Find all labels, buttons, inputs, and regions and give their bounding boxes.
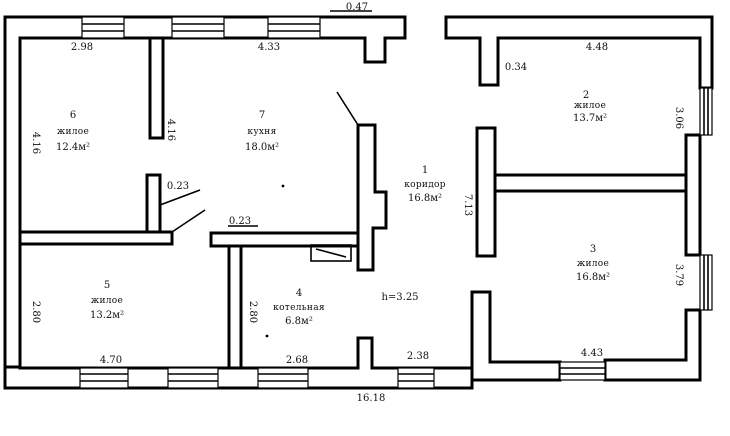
window-top-2: [171, 16, 225, 39]
room-7-area: 18.0м²: [245, 142, 279, 153]
room-7-name: кухня: [247, 127, 276, 137]
dim-left-lower: 2.80: [30, 301, 41, 323]
wall-right-lower: [603, 308, 702, 382]
room-4-area: 6.8м²: [285, 316, 313, 327]
room-5-area: 13.2м²: [90, 310, 124, 321]
dim-bottom-4: 4.43: [581, 348, 603, 359]
boiler-unit: [310, 244, 352, 262]
room-3-area: 16.8м²: [576, 272, 610, 283]
room-4-number: 4: [296, 288, 302, 299]
left-block-walls: [3, 10, 474, 390]
wall-6-7: [148, 36, 165, 140]
mark-dot-2: [265, 334, 269, 338]
dim-partition-4: 2.80: [247, 301, 258, 323]
window-bottom-5: [559, 361, 606, 381]
window-right-1: [699, 87, 713, 136]
dim-door-a: 0.23: [167, 181, 189, 192]
room-4-label: 4 котельная 6.8м²: [273, 288, 325, 327]
window-right-2: [699, 254, 713, 311]
window-bottom-1: [79, 367, 129, 389]
dim-right-nib: 0.34: [505, 62, 527, 73]
dim-top-mid: 4.33: [258, 42, 280, 53]
dim-partition-6-7: 4.16: [165, 119, 176, 141]
wall-5-4: [227, 244, 243, 370]
dim-top-right: 4.48: [586, 42, 608, 53]
window-top-1: [81, 16, 125, 39]
wall-7-4: [209, 231, 364, 248]
wall-corridor-left: [356, 123, 388, 272]
wall-top-right: [444, 15, 714, 90]
boiler-unit-line: [315, 248, 347, 258]
room-4-name: котельная: [273, 303, 325, 313]
wall-stub-6: [145, 173, 162, 237]
room-6-name: жилое: [57, 127, 89, 137]
door-6: [171, 209, 206, 233]
dim-bottom-3: 2.38: [407, 351, 429, 362]
room-1-name: коридор: [404, 180, 446, 190]
window-bottom-2: [167, 367, 219, 389]
wall-right-mid: [684, 133, 702, 257]
dim-door-b: 0.23: [229, 216, 251, 227]
wall-top-left: [3, 15, 407, 369]
dimension-labels: 2.98 4.33 0.47 4.48 0.34 4.16 4.16 7.13 …: [30, 2, 684, 404]
windows: [79, 16, 713, 389]
room-6-label: 6 жилое 12.4м²: [56, 110, 90, 153]
dim-right-lower: 3.79: [673, 264, 684, 286]
dim-top-offset: 0.47: [346, 2, 368, 13]
door-kitchen: [336, 91, 359, 126]
room-1-label: 1 коридор 16.8м²: [404, 165, 446, 204]
room-3-name: жилое: [577, 259, 609, 269]
dim-top-left: 2.98: [71, 42, 93, 53]
wall-6-5: [18, 230, 174, 246]
wall-corridor-right: [475, 126, 497, 258]
dim-right-upper: 3.06: [673, 107, 684, 129]
right-block-walls: [444, 15, 714, 382]
room-5-number: 5: [104, 280, 110, 291]
dim-bottom-1: 4.70: [100, 355, 122, 366]
dim-corridor-left: 7.13: [462, 194, 473, 216]
dim-height: h=3.25: [381, 292, 418, 303]
window-bottom-4: [397, 367, 435, 389]
room-1-number: 1: [422, 165, 428, 176]
room-6-number: 6: [70, 110, 76, 121]
room-3-label: 3 жилое 16.8м²: [576, 244, 610, 283]
dim-total: 16.18: [357, 393, 386, 404]
wall-bottom-right: [470, 290, 562, 382]
room-2-area: 13.7м²: [573, 113, 607, 124]
window-top-3: [267, 16, 321, 39]
room-2-label: 2 жилое 13.7м²: [573, 90, 607, 124]
room-1-area: 16.8м²: [408, 193, 442, 204]
window-bottom-3: [257, 367, 309, 389]
room-2-name: жилое: [574, 101, 606, 111]
room-5-label: 5 жилое 13.2м²: [90, 280, 124, 321]
room-3-number: 3: [590, 244, 596, 255]
room-7-label: 7 кухня 18.0м²: [245, 110, 279, 153]
room-6-area: 12.4м²: [56, 142, 90, 153]
dim-bottom-2: 2.68: [286, 355, 308, 366]
wall-2-3: [493, 173, 688, 193]
door-6-leader: [159, 189, 201, 206]
room-7-number: 7: [259, 110, 265, 121]
mark-dot-1: [281, 184, 285, 188]
dim-left-upper: 4.16: [30, 132, 41, 154]
room-2-number: 2: [583, 90, 589, 101]
room-5-name: жилое: [91, 296, 123, 306]
